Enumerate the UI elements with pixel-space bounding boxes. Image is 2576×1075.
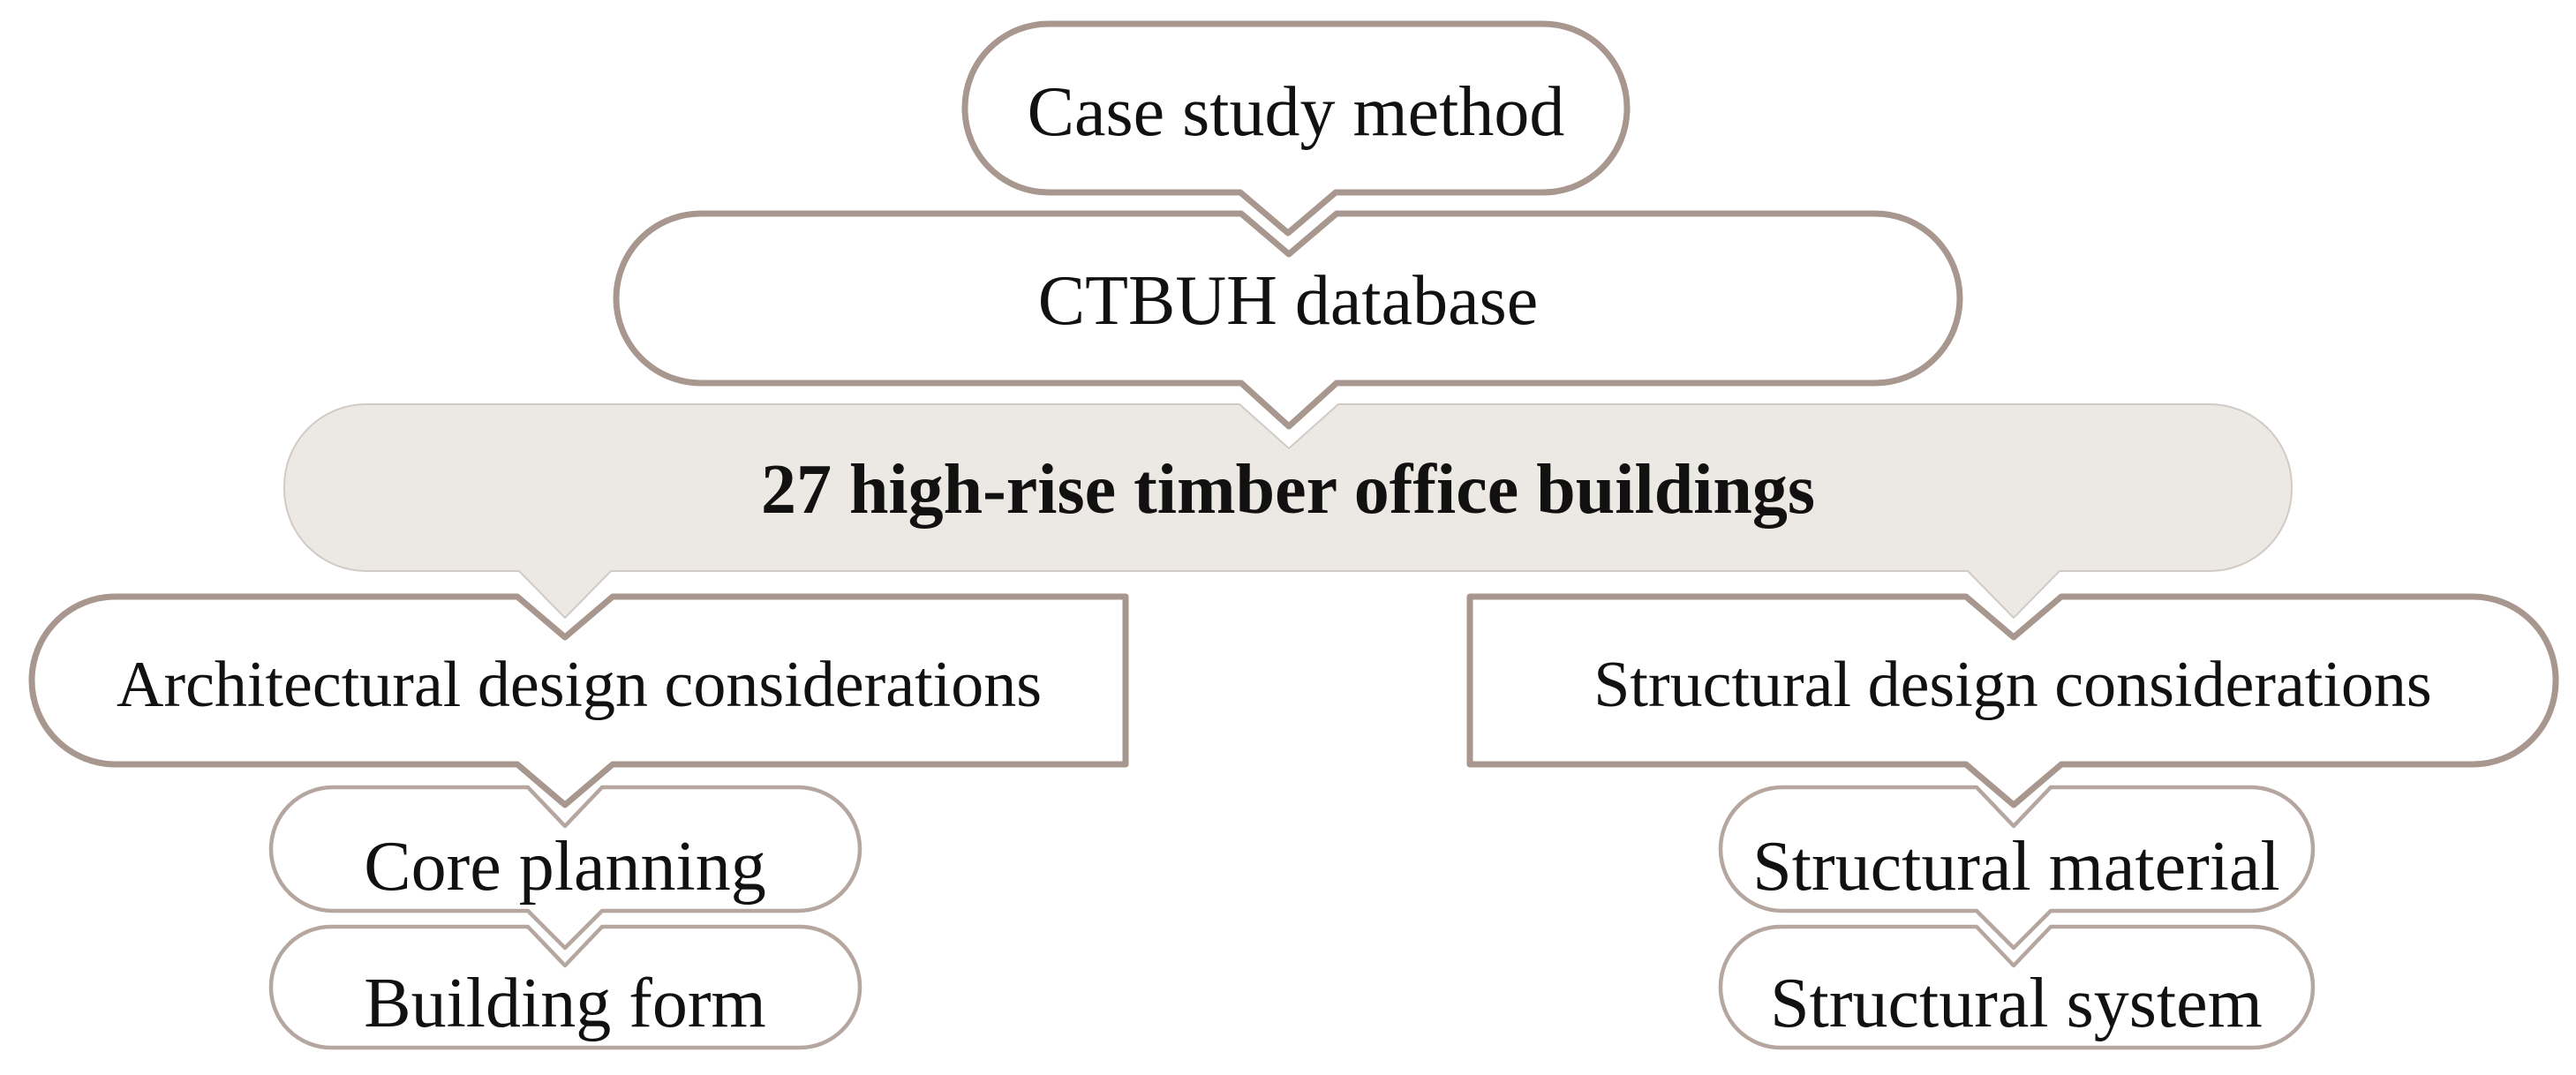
ctbuh-database-shape [613, 210, 1963, 430]
structural-material-shape [1718, 785, 2316, 951]
building-form-shape [268, 924, 862, 1050]
node-case-study-method: Case study method [961, 20, 1631, 237]
structural-system-label: Structural system [1770, 965, 2263, 1042]
ctbuh-database-label: CTBUH database [1038, 262, 1539, 340]
node-structural-design: Structural design considerations [1466, 593, 2559, 808]
node-building-form: Building form [268, 924, 862, 1050]
timber-buildings-label: 27 high-rise timber office buildings [761, 451, 1815, 529]
structural-design-label: Structural design considerations [1593, 649, 2431, 721]
structural-design-shape [1466, 593, 2559, 808]
case-study-method-shape [961, 20, 1631, 237]
node-architectural-design: Architectural design considerations [28, 593, 1129, 808]
architectural-design-shape [28, 593, 1129, 808]
node-structural-material: Structural material [1718, 785, 2316, 951]
structural-material-label: Structural material [1752, 828, 2280, 906]
architectural-design-label: Architectural design considerations [117, 649, 1042, 721]
building-form-label: Building form [364, 965, 766, 1042]
node-structural-system: Structural system [1718, 924, 2316, 1050]
core-planning-label: Core planning [364, 828, 765, 906]
node-core-planning: Core planning [268, 785, 862, 951]
core-planning-shape [268, 785, 862, 951]
timber-buildings-shape [283, 403, 2293, 619]
node-ctbuh-database: CTBUH database [613, 210, 1963, 430]
case-study-method-label: Case study method [1028, 73, 1565, 151]
node-timber-buildings: 27 high-rise timber office buildings [283, 403, 2293, 619]
structural-system-shape [1718, 924, 2316, 1050]
